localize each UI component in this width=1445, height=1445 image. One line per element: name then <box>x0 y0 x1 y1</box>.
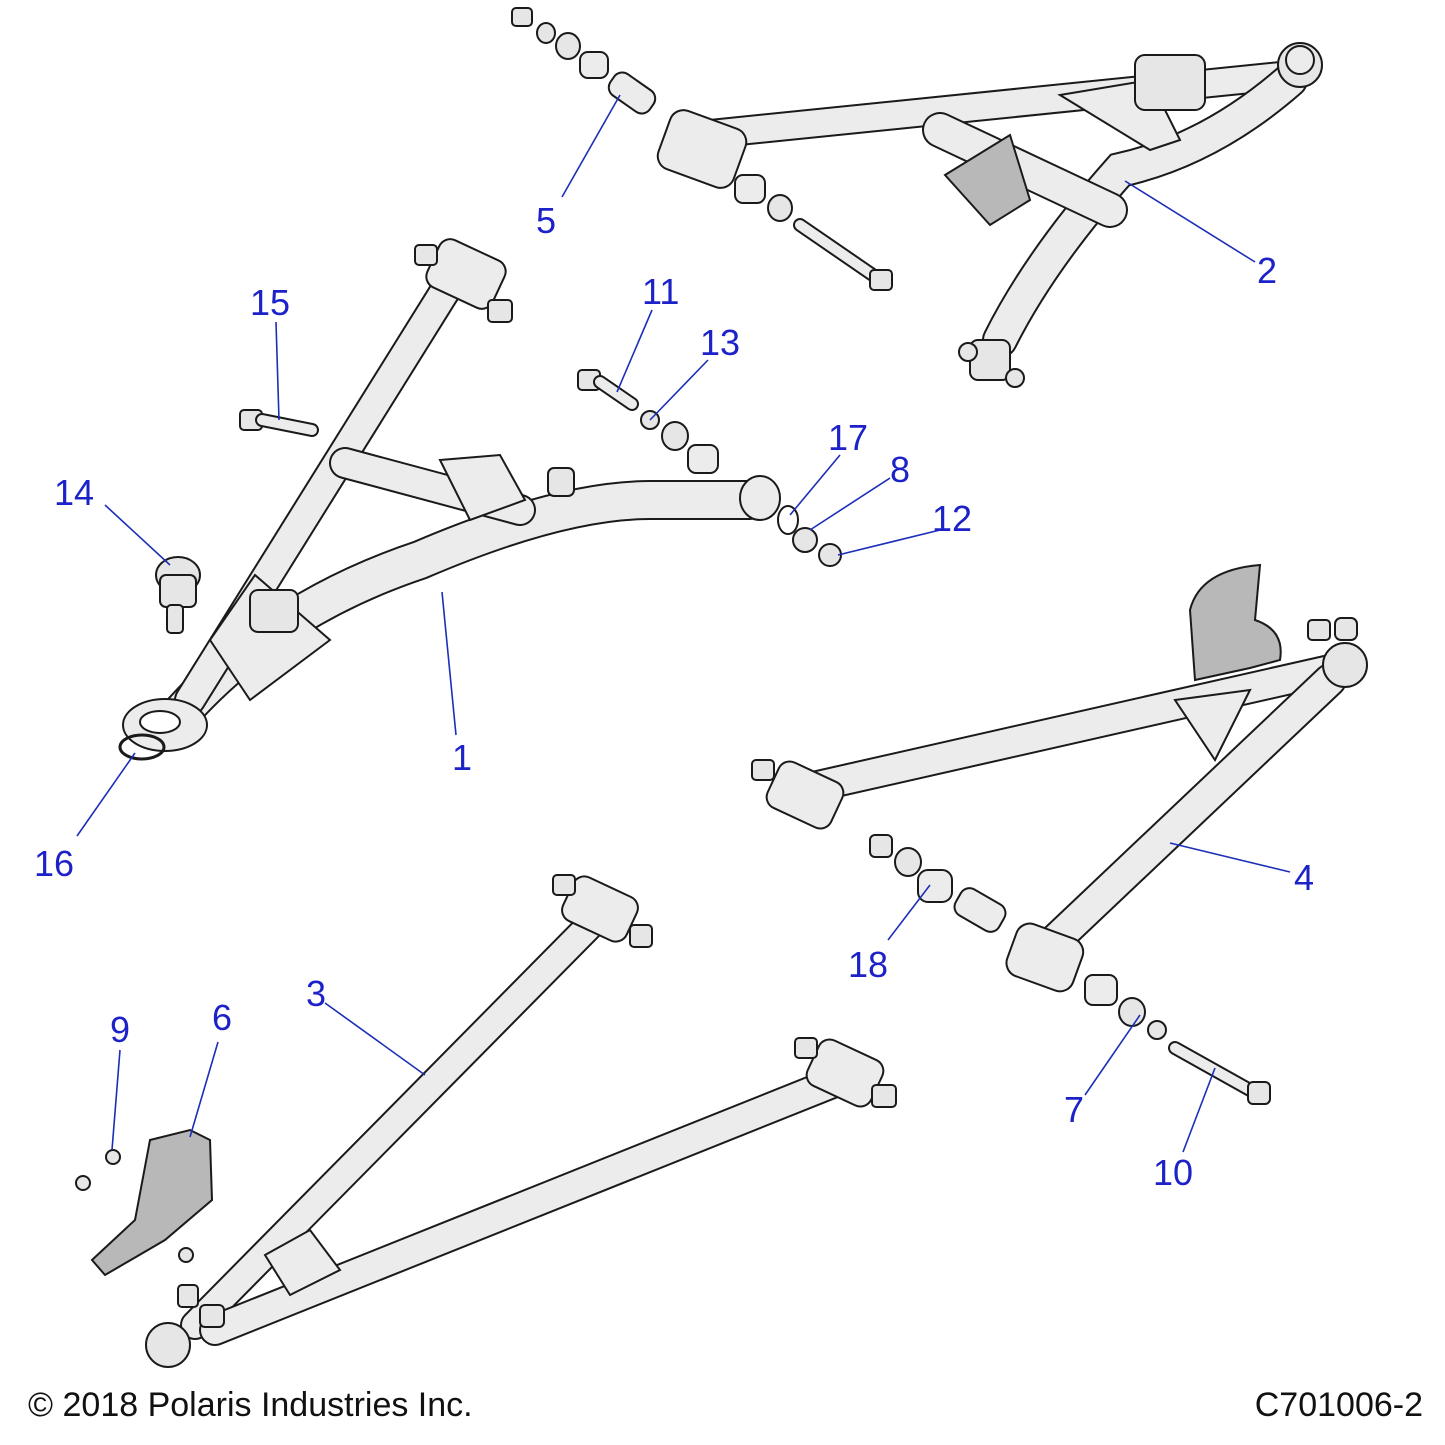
bolt-part-15 <box>239 409 319 437</box>
callout-4: 4 <box>1294 857 1314 898</box>
ball-joint-part-14 <box>155 556 201 634</box>
fasteners-part-9 <box>75 1149 194 1263</box>
callout-1: 1 <box>452 737 472 778</box>
a-arm-part-3 <box>145 874 897 1368</box>
skid-plate-part-6 <box>90 1128 214 1277</box>
copyright-notice: © 2018 Polaris Industries Inc. <box>28 1386 473 1424</box>
callout-9: 9 <box>110 1009 130 1050</box>
a-arm-part-1 <box>122 238 781 752</box>
callout-3: 3 <box>306 973 326 1014</box>
callout-11: 11 <box>642 271 679 312</box>
callout-6: 6 <box>212 997 232 1038</box>
callout-10: 10 <box>1153 1152 1193 1193</box>
callout-7: 7 <box>1064 1089 1084 1130</box>
callout-8: 8 <box>890 449 910 490</box>
callout-2: 2 <box>1257 250 1277 291</box>
callout-18: 18 <box>848 944 888 985</box>
callout-12: 12 <box>932 498 972 539</box>
callout-16: 16 <box>34 843 74 884</box>
callout-17: 17 <box>828 417 868 458</box>
snap-ring-part-16 <box>118 733 166 761</box>
callout-13: 13 <box>700 322 740 363</box>
leader-lines <box>76 94 1291 1153</box>
callout-numbers: 1 2 3 4 5 6 7 8 9 10 11 12 13 14 15 16 1… <box>34 200 1314 1193</box>
callout-14: 14 <box>54 472 94 513</box>
bushing-stack-lower <box>869 834 1271 1105</box>
a-arm-part-4 <box>751 563 1368 993</box>
callout-5: 5 <box>536 200 556 241</box>
a-arm-part-2 <box>656 42 1323 388</box>
callout-15: 15 <box>250 282 290 323</box>
drawing-number: C701006-2 <box>1254 1386 1423 1424</box>
bushing-stack-upper <box>511 7 893 291</box>
fastener-stack-middle <box>577 369 842 567</box>
